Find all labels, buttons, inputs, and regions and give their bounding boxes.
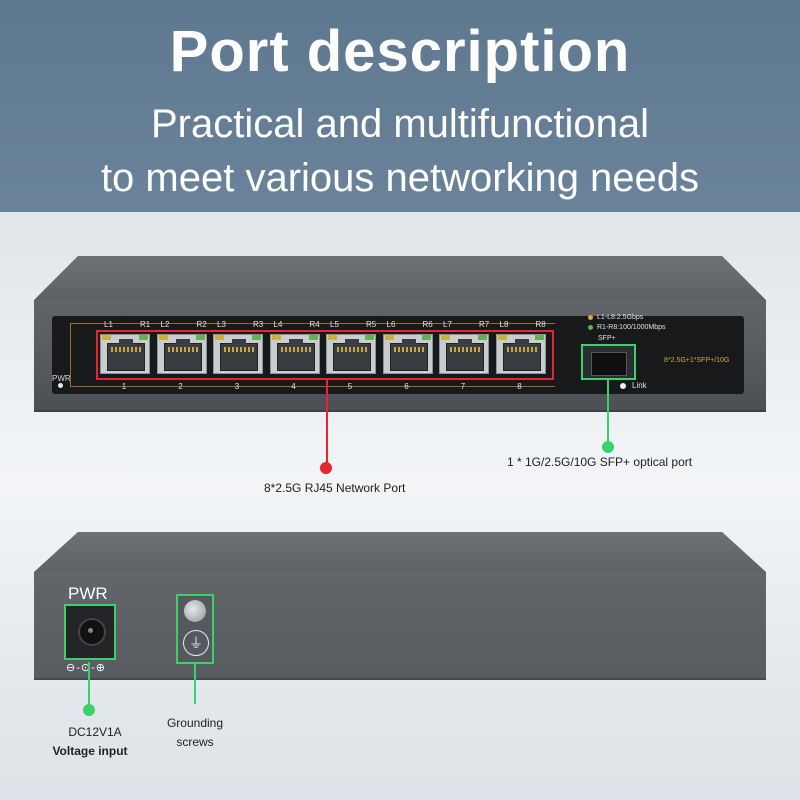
rj45-port <box>382 334 433 374</box>
port-led-left <box>271 335 281 340</box>
grounding-text-1: Grounding <box>166 716 224 730</box>
port-label-right: R4 <box>309 320 320 329</box>
port-led-right <box>195 335 205 340</box>
sfp-port <box>581 344 636 380</box>
dc-power-jack <box>64 604 116 660</box>
yellow-dot-icon <box>588 314 593 320</box>
power-led <box>58 383 63 388</box>
dc-callout-text: DC12V1A <box>68 725 122 739</box>
header-banner: Port description Practical and multifunc… <box>0 0 800 212</box>
port-label-right: R3 <box>253 320 264 329</box>
port-led-right <box>421 335 431 340</box>
rj45-pins <box>167 347 198 352</box>
ground-callout-line <box>194 664 196 704</box>
port-led-left <box>441 335 450 340</box>
legend-text-1: L1-L8:2.5Gbps <box>597 314 644 321</box>
sfp-slot <box>591 352 627 376</box>
port-number: 5 <box>347 382 353 391</box>
port-led-right <box>139 335 148 340</box>
port-number: 6 <box>404 382 409 391</box>
legend-row-2: R1-R8:100/1000Mbps <box>588 324 666 331</box>
sfp-callout-dot <box>602 441 614 453</box>
grounding-terminal: ⏚ <box>176 594 214 664</box>
rj45-callout-text: 8*2.5G RJ45 Network Port <box>264 481 406 495</box>
port-led-left <box>102 335 111 340</box>
screw-icon <box>184 600 206 622</box>
rear-face <box>34 572 766 680</box>
rj45-port <box>100 334 150 374</box>
jack-pin <box>88 628 93 633</box>
rj45-pins <box>393 347 424 352</box>
port-led-left <box>215 335 224 340</box>
port-led-right <box>308 335 318 340</box>
port-label-left: L2 <box>160 320 170 329</box>
sfp-speed-label: 8*2.5G+1*SFP+/10G <box>664 357 730 364</box>
port-label-left: L3 <box>217 320 226 329</box>
port-label-right: R1 <box>140 320 151 329</box>
port-led-right <box>365 335 374 340</box>
port-number: 4 <box>291 382 296 391</box>
rj45-port <box>269 334 320 374</box>
rj45-pins <box>280 347 311 352</box>
rj45-port <box>213 334 263 374</box>
rj45-pins <box>224 347 254 352</box>
port-led-left <box>328 335 337 340</box>
dc-callout-line <box>88 662 90 708</box>
switch-top-surface <box>34 256 766 300</box>
green-dot-icon <box>588 324 593 330</box>
page-title: Port description <box>169 19 631 84</box>
port-label-left: L4 <box>273 320 283 329</box>
legend-text-2: R1-R8:100/1000Mbps <box>597 324 666 331</box>
front-pwr-label: PWR <box>52 374 71 383</box>
port-number: 7 <box>460 382 466 391</box>
port-label-left: L1 <box>104 320 113 329</box>
port-number: 8 <box>517 382 522 391</box>
port-label-left: L8 <box>499 320 509 329</box>
legend-row-1: L1-L8:2.5Gbps <box>588 314 643 321</box>
ground-symbol-icon: ⏚ <box>183 630 209 656</box>
rj45-highlight-outline <box>96 330 554 380</box>
sfp-callout-text: 1 * 1G/2.5G/10G SFP+ optical port <box>507 455 693 469</box>
port-led-left <box>497 335 507 340</box>
rj45-port <box>326 334 376 374</box>
port-label-right: R8 <box>535 320 546 329</box>
rj45-port <box>156 334 207 374</box>
port-number: 3 <box>234 382 240 391</box>
rear-pwr-label: PWR <box>68 584 108 603</box>
port-label-left: L7 <box>443 320 452 329</box>
port-label-right: R5 <box>366 320 377 329</box>
port-led-right <box>478 335 487 340</box>
port-led-left <box>158 335 168 340</box>
sfp-callout-line <box>607 380 609 446</box>
rear-top-surface <box>34 532 766 572</box>
link-label: Link <box>632 381 647 390</box>
rj45-port <box>439 334 489 374</box>
subtitle-line-1: Practical and multifunctional <box>150 102 650 146</box>
port-led-right <box>252 335 261 340</box>
polarity-symbol: ⊖-⊙-⊕ <box>66 662 106 674</box>
voltage-input-text: Voltage input <box>52 744 128 758</box>
link-led <box>620 383 626 389</box>
port-led-left <box>384 335 394 340</box>
subtitle-line-2: to meet various networking needs <box>100 156 700 200</box>
rj45-pins <box>450 347 480 352</box>
rj45-pins <box>111 347 141 352</box>
sfp-label: SFP+ <box>598 335 616 342</box>
port-label-left: L6 <box>386 320 396 329</box>
port-group-bracket <box>70 323 555 387</box>
port-led-right <box>534 335 544 340</box>
grounding-text-2: screws <box>176 735 214 749</box>
port-label-right: R2 <box>196 320 207 329</box>
rj45-pins <box>506 347 537 352</box>
rj45-port <box>495 334 546 374</box>
dc-callout-dot <box>83 704 95 716</box>
port-number: 2 <box>178 382 183 391</box>
port-label-right: R7 <box>479 320 490 329</box>
rj45-callout-line <box>326 380 328 468</box>
rj45-pins <box>337 347 367 352</box>
port-label-right: R6 <box>422 320 433 329</box>
port-label-left: L5 <box>330 320 339 329</box>
port-number: 1 <box>121 382 127 391</box>
rj45-callout-dot <box>320 462 332 474</box>
